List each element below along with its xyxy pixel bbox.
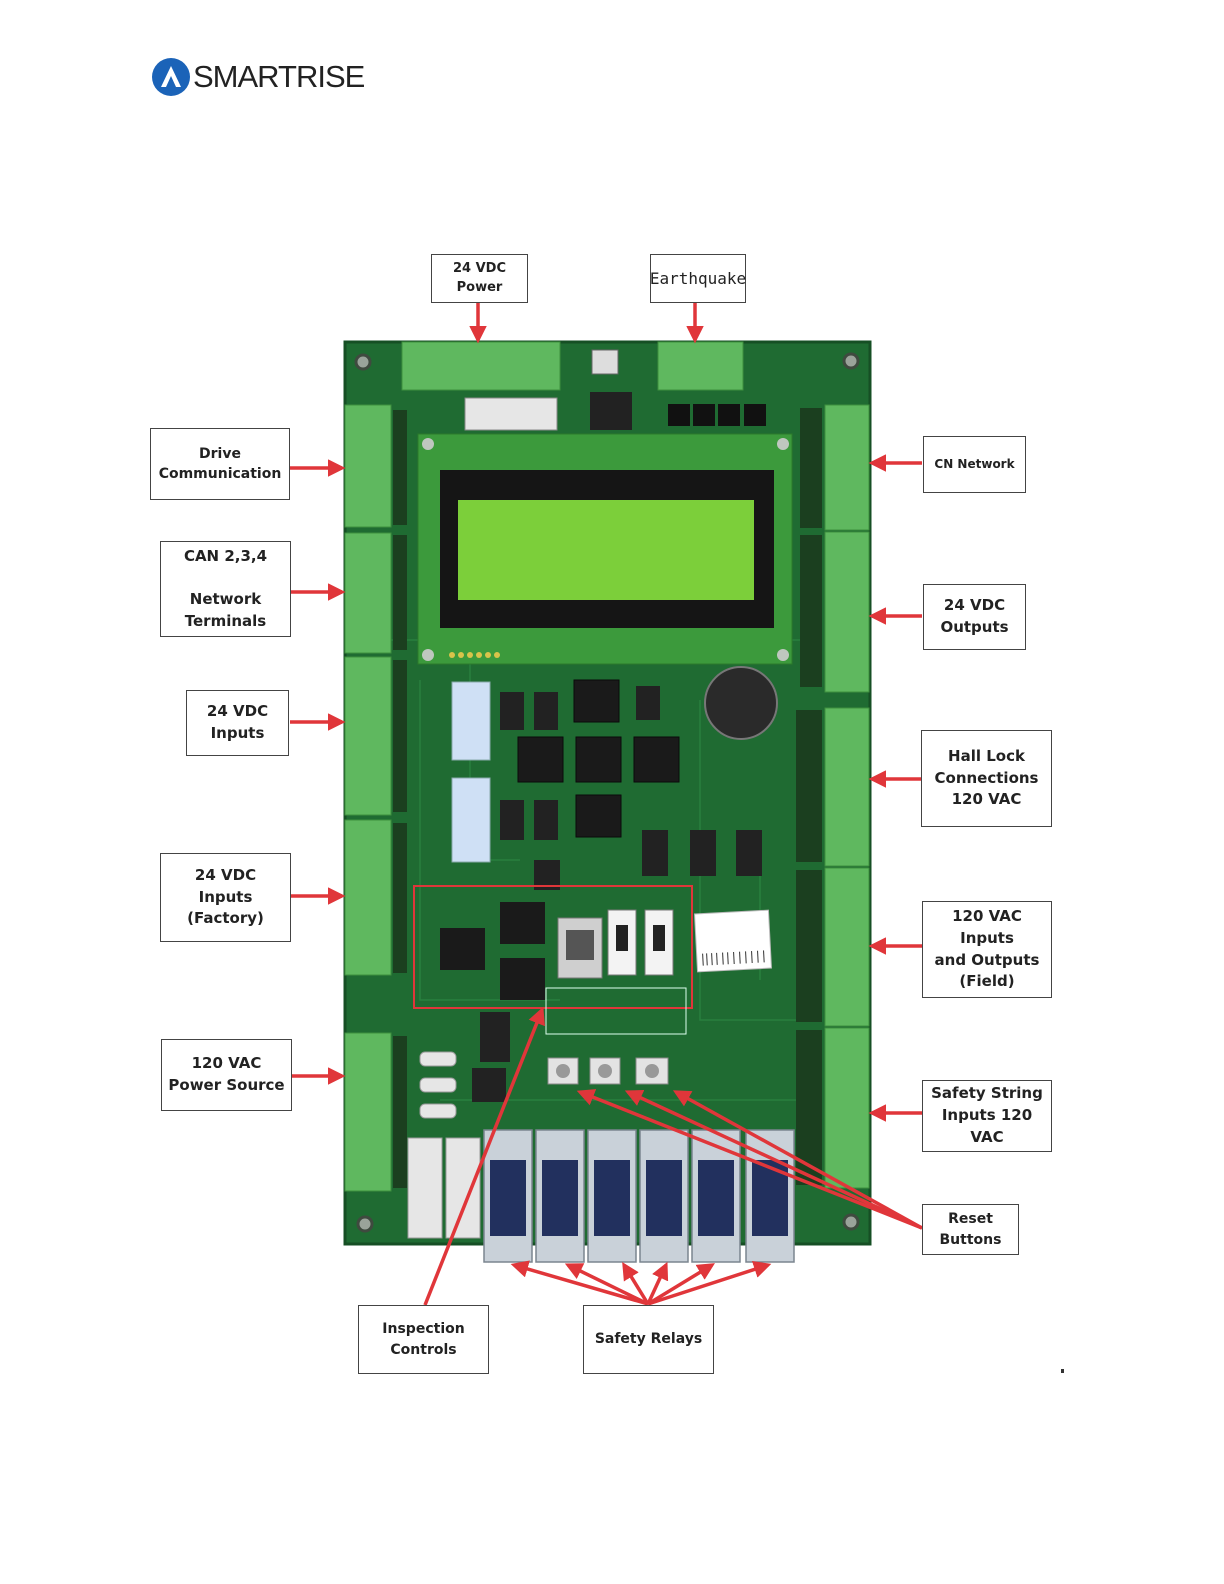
mounting-holes bbox=[354, 352, 860, 1233]
smartrise-logo: SMARTRISE bbox=[151, 57, 365, 97]
terminal-cn-network bbox=[824, 404, 870, 531]
terminal-24vdc-power bbox=[401, 341, 561, 391]
terminal-24vdc-inputs bbox=[344, 656, 392, 816]
label-safety-relays: Safety Relays bbox=[583, 1305, 714, 1374]
terminal-120vac-power bbox=[344, 1032, 392, 1192]
label-24vdc-inputs-factory: 24 VDC Inputs (Factory) bbox=[160, 853, 291, 942]
label-can-network-terminals: CAN 2,3,4 Network Terminals bbox=[160, 541, 291, 637]
label-120vac-power-source: 120 VAC Power Source bbox=[161, 1039, 292, 1111]
smartrise-logo-icon bbox=[152, 58, 190, 96]
terminal-24vdc-inputs-factory bbox=[344, 819, 392, 976]
label-earthquake: Earthquake bbox=[650, 254, 746, 303]
terminal-24vdc-outputs bbox=[824, 531, 870, 693]
inspection-highlight bbox=[413, 885, 693, 1009]
stray-mark bbox=[1061, 1369, 1064, 1373]
label-inspection-controls: Inspection Controls bbox=[358, 1305, 489, 1374]
label-drive-communication: Drive Communication bbox=[150, 428, 290, 500]
terminal-can bbox=[344, 532, 392, 654]
callout-arrows bbox=[290, 302, 923, 1306]
terminal-hall-lock bbox=[824, 707, 870, 867]
terminal-drive bbox=[344, 404, 392, 528]
terminal-safety-string bbox=[824, 1027, 870, 1189]
terminal-120vac-io bbox=[824, 867, 870, 1027]
label-reset-buttons: Reset Buttons bbox=[922, 1204, 1019, 1255]
label-hall-lock-connections: Hall Lock Connections 120 VAC bbox=[921, 730, 1052, 827]
dip-switch-1 bbox=[451, 681, 491, 761]
terminal-earthquake bbox=[657, 341, 744, 391]
lcd-screen bbox=[458, 500, 754, 600]
label-24vdc-inputs: 24 VDC Inputs bbox=[186, 690, 289, 756]
label-24vdc-power: 24 VDC Power bbox=[431, 254, 528, 303]
label-safety-string-inputs: Safety String Inputs 120 VAC bbox=[922, 1080, 1052, 1152]
backup-battery bbox=[704, 666, 778, 740]
brand-name: SMARTRISE bbox=[193, 59, 365, 94]
label-cn-network: CN Network bbox=[923, 436, 1026, 493]
dip-switch-2 bbox=[451, 777, 491, 863]
label-24vdc-outputs: 24 VDC Outputs bbox=[923, 584, 1026, 650]
label-120vac-inputs-outputs: 120 VAC Inputs and Outputs (Field) bbox=[922, 901, 1052, 998]
